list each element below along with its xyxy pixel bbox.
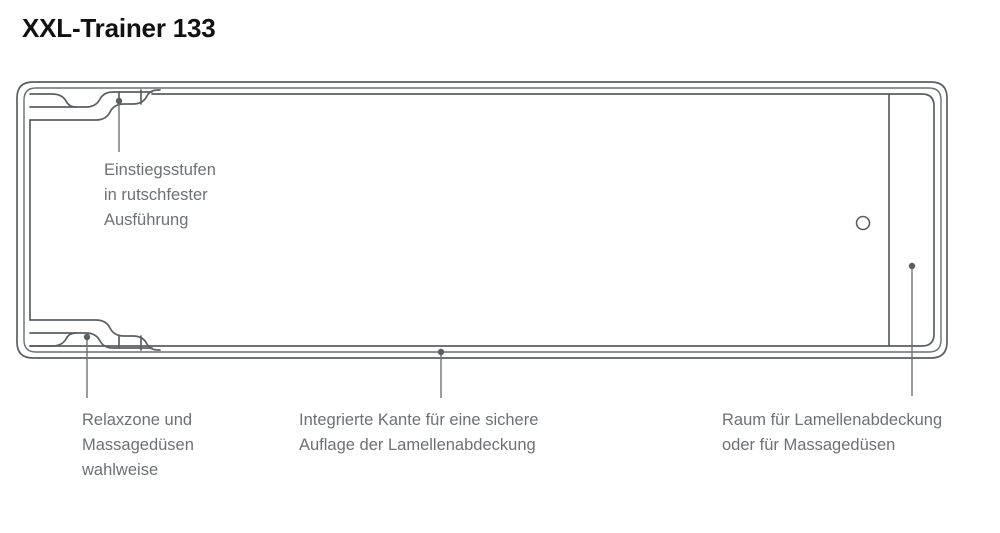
pool-mid-shell — [23, 87, 942, 353]
massage-jet-icon — [855, 215, 871, 231]
caption-entry-steps: Einstiegsstufen in rutschfester Ausführu… — [104, 161, 216, 229]
caption-relax-zone: Relaxzone und Massagedüsen wahlweise — [82, 411, 194, 479]
leader-cover-space — [908, 262, 916, 396]
leader-entry-steps — [115, 97, 123, 152]
leader-relax-zone — [83, 333, 91, 398]
pool-outer-shell — [16, 81, 948, 359]
leader-integrated-edge — [437, 348, 445, 398]
page-title: XXL-Trainer 133 — [22, 13, 216, 43]
entry-step-tread-upper — [29, 93, 77, 108]
relax-step-riser-inner — [29, 332, 153, 349]
caption-integrated-edge: Integrierte Kante für eine sichere Aufla… — [299, 411, 539, 454]
caption-cover-space: Raum für Lamellenabdeckung oder für Mass… — [722, 411, 943, 454]
entry-step-riser-inner — [29, 91, 153, 108]
relax-step-tread-lower — [29, 332, 77, 347]
pool-inner-wall-top — [29, 93, 935, 347]
